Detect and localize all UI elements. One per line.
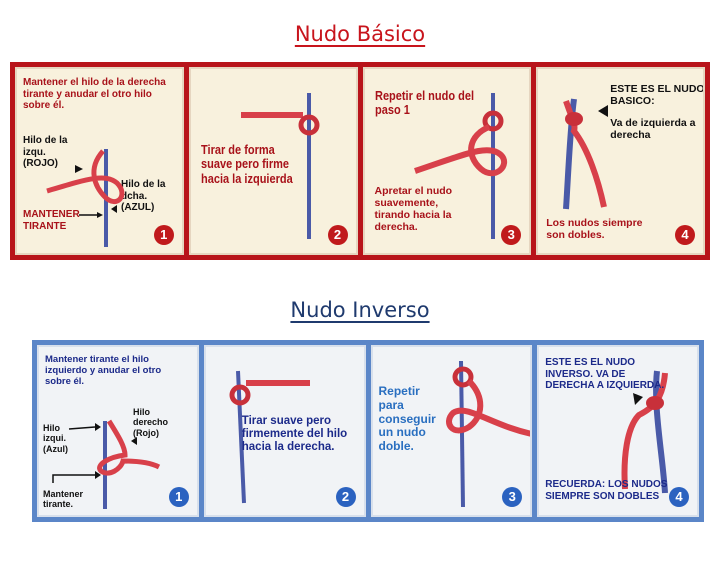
knot-diagram-icon: [563, 98, 609, 210]
step-instruction: Mantener tirante el hilo izquierdo y anu…: [45, 354, 162, 387]
basic-step-4: ESTE ES EL NUDO BASICO: Va de izquierda …: [536, 67, 705, 255]
left-thread-label: Hilo izqui. (Azul): [43, 423, 68, 454]
step-instruction: Va de izquierda a derecha: [610, 117, 696, 142]
step-heading: ESTE ES EL NUDO INVERSO. VA DE DERECHA A…: [545, 357, 665, 391]
knot-diagram-icon: [229, 370, 310, 504]
step-number-badge: 4: [675, 225, 695, 245]
knot-diagram-icon: [445, 360, 531, 508]
inverse-step-3: Repetir para conseguir un nudo doble. 3: [370, 345, 533, 517]
knot-diagram-icon: [413, 93, 507, 239]
inverse-knot-steps: Mantener tirante el hilo izquierdo y anu…: [32, 340, 704, 522]
step-note: Apretar el nudo suavemente, tirando haci…: [374, 185, 453, 234]
step-number-badge: 4: [669, 487, 689, 507]
keep-taut-label: Mantener tirante.: [43, 489, 84, 510]
step-number-badge: 1: [153, 225, 174, 245]
basic-step-2: Tirar de forma suave pero firme hacia la…: [188, 67, 358, 255]
step-instruction: Repetir el nudo del paso 1: [374, 89, 474, 118]
inverse-step-2: Tirar suave pero firmemente del hilo hac…: [203, 345, 366, 517]
step-instruction: Mantener el hilo de la derecha tirante y…: [23, 77, 166, 111]
step-instruction: Tirar suave pero firmemente del hilo hac…: [241, 415, 348, 454]
step-heading: ESTE ES EL NUDO BASICO:: [610, 83, 705, 108]
step-instruction: Repetir para conseguir un nudo doble.: [378, 384, 436, 454]
right-thread-label: Hilo de la dcha. (AZUL): [121, 179, 166, 213]
step-note: RECUERDA: LOS NUDOS SIEMPRE SON DOBLES: [545, 479, 668, 502]
step-number-badge: 2: [327, 225, 348, 245]
basic-knot-steps: Mantener el hilo de la derecha tirante y…: [10, 62, 710, 260]
basic-step-3: Repetir el nudo del paso 1 Apretar el nu…: [362, 67, 532, 255]
knot-diagram-icon: [240, 93, 320, 239]
inverse-knot-title: Nudo Inverso: [290, 298, 430, 322]
step-note: Los nudos siempre son dobles.: [546, 217, 643, 242]
basic-step-1: Mantener el hilo de la derecha tirante y…: [15, 67, 184, 255]
left-thread-label: Hilo de la izqu. (ROJO): [23, 135, 68, 169]
step-number-badge: 3: [501, 225, 522, 245]
knot-diagram-icon: [621, 370, 669, 494]
step-number-badge: 3: [502, 487, 523, 507]
step-number-badge: 1: [168, 487, 189, 507]
knot-diagram-icon: [46, 149, 125, 247]
step-number-badge: 2: [335, 487, 356, 507]
right-thread-label: Hilo derecho (Rojo): [133, 407, 169, 438]
step-instruction: Tirar de forma suave pero firme hacia la…: [200, 143, 293, 186]
knot-diagram-icon: [52, 419, 161, 509]
keep-taut-label: MANTENER TIRANTE: [23, 209, 80, 232]
inverse-step-4: ESTE ES EL NUDO INVERSO. VA DE DERECHA A…: [537, 345, 699, 517]
basic-knot-title: Nudo Básico: [294, 22, 426, 46]
inverse-step-1: Mantener tirante el hilo izquierdo y anu…: [37, 345, 199, 517]
